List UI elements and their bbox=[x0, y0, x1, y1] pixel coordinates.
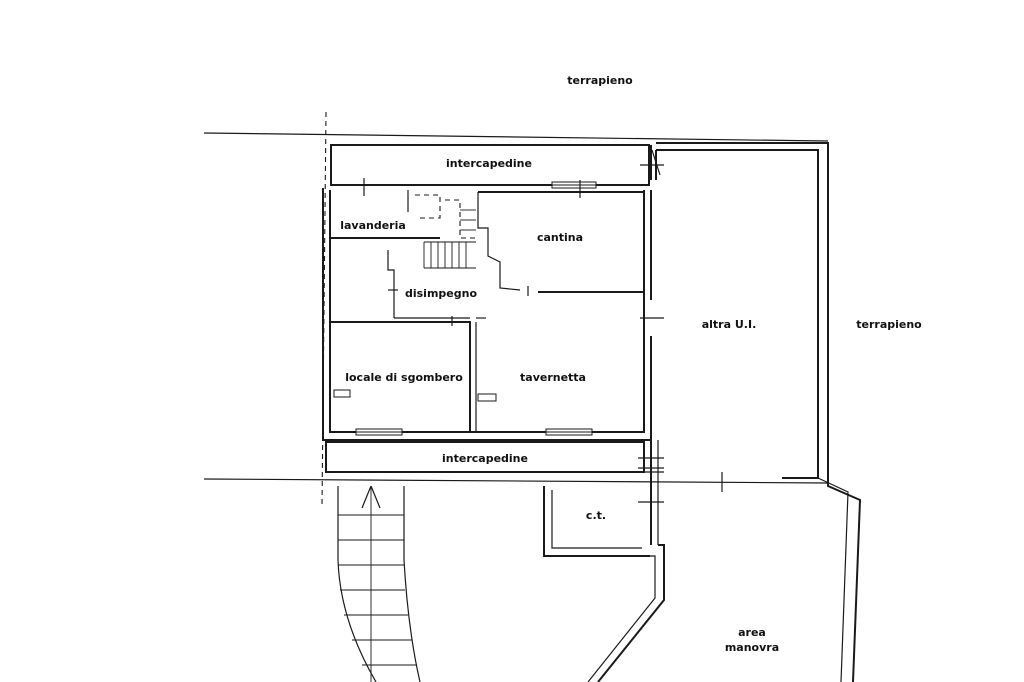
label-terrapieno-right: terrapieno bbox=[856, 318, 922, 331]
ground-lines bbox=[203, 111, 829, 506]
door-marks bbox=[333, 149, 723, 503]
interior-staircase bbox=[415, 194, 476, 269]
label-tavernetta: tavernetta bbox=[520, 371, 586, 384]
ct-walls bbox=[543, 486, 665, 682]
label-lavanderia: lavanderia bbox=[340, 219, 406, 232]
label-intercapedine-top: intercapedine bbox=[446, 157, 532, 170]
windows bbox=[355, 181, 597, 436]
intercapedine-bottom-walls bbox=[325, 441, 664, 473]
altra-ui-walls bbox=[650, 142, 862, 682]
room-labels: terrapieno terrapieno intercapedine inte… bbox=[340, 74, 922, 654]
connector-walls bbox=[650, 440, 659, 545]
label-intercapedine-bottom: intercapedine bbox=[442, 452, 528, 465]
label-disimpegno: disimpegno bbox=[405, 287, 477, 300]
label-locale-di-sgombero: locale di sgombero bbox=[345, 371, 463, 384]
interior-walls bbox=[330, 190, 645, 432]
label-ct: c.t. bbox=[586, 509, 606, 522]
label-cantina: cantina bbox=[537, 231, 583, 244]
label-altra-ui: altra U.I. bbox=[702, 318, 757, 331]
label-terrapieno-top: terrapieno bbox=[567, 74, 633, 87]
label-manovra: manovra bbox=[725, 641, 779, 654]
external-staircase bbox=[337, 485, 421, 682]
label-area: area bbox=[738, 626, 766, 639]
main-walls bbox=[322, 188, 652, 441]
